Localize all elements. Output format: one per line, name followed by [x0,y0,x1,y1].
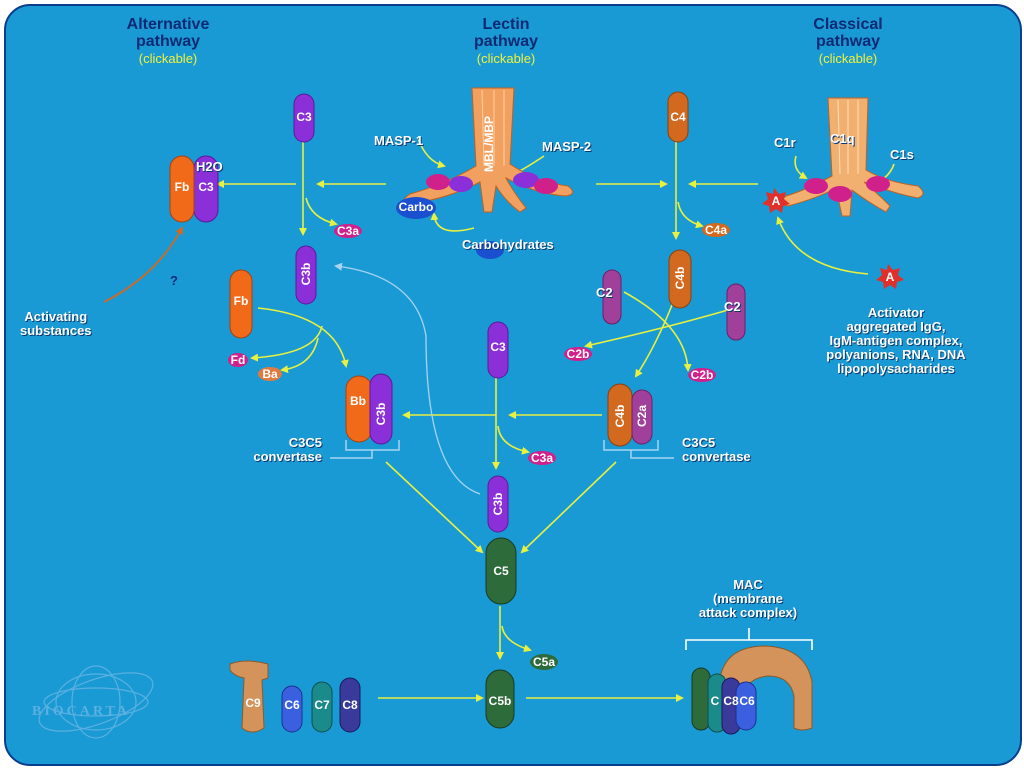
label-c4a: C4a [704,223,727,237]
title-classical-pathway[interactable]: Classical pathway (clickable) [813,16,883,66]
label-c2b-right: C2b [690,368,714,382]
c2a-convertase-molecule [631,389,653,445]
label-mac-c8: C8 [723,694,739,708]
biocarta-logo-graphic [38,665,154,739]
fb-molecule-top [169,155,195,223]
label-masp2: MASP-2 [542,139,592,154]
label-fb: Fb [233,294,249,308]
c1-complex [762,97,924,217]
label-c4: C4 [670,110,686,124]
complement-diagram [38,87,924,739]
c8-molecule [339,677,361,733]
label-fb-c3-c3: C3 [198,180,214,194]
label-c2-right: C2 [724,299,741,314]
label-c1q: C1q [830,131,855,146]
label-c3a-1: C3a [336,224,359,238]
diagram-panel: Alternative pathway (clickable) Lectin p… [4,4,1022,766]
label-c6: C6 [284,698,300,712]
label-mbl: MBL/MBP [482,116,496,172]
label-c3b-2: C3b [491,492,505,516]
c6-molecule [281,685,303,733]
label-mac-c6: C6 [739,694,755,708]
label-c3-top: C3 [296,110,312,124]
c2b-fragment-right [688,368,716,382]
label-c3b-convertase: C3b [374,402,388,426]
label-c1r: C1r [774,135,796,150]
c3b-molecule-1 [295,245,317,305]
c3-molecule-top [293,93,315,143]
label-c1s: C1s [890,147,914,162]
label-c5b: C5b [488,694,512,708]
label-masp1: MASP-1 [374,133,424,148]
convertase-bracket-right [603,440,674,459]
label-question-mark: ? [170,273,178,288]
label-c7: C7 [314,698,330,712]
label-c2b-left: C2b [566,347,590,361]
c5-molecule [485,537,517,605]
label-h2o: H2O [196,159,223,174]
label-carbo: Carbo [398,200,434,214]
biocarta-logo: BIOCARTA [32,704,130,719]
mac-c6-molecule [735,681,757,731]
pathway-arrows [216,124,895,702]
label-mac-c: C [710,694,720,708]
label-c4b-convertase: C4b [613,404,627,428]
label-ba: Ba [262,367,278,381]
c3-molecule-mid [487,321,509,379]
c2b-fragment-left [564,347,592,361]
c2-molecule-left [602,269,622,325]
label-c4b: C4b [673,266,687,290]
fd-fragment [228,353,248,367]
c3b-feedback-arrow [334,262,481,495]
c9-molecule [229,660,269,733]
c4a-fragment [702,223,730,237]
label-a-complex: A [771,194,781,208]
label-c2-left: C2 [596,285,613,300]
title-lectin-pathway[interactable]: Lectin pathway (clickable) [473,16,538,66]
activator-a-shape [876,264,904,289]
bb-molecule [345,375,373,443]
c5b-molecule [485,669,515,729]
c3a-fragment-1 [334,224,362,238]
fb-molecule [229,269,253,339]
title-alternative-pathway[interactable]: Alternative pathway (clickable) [126,16,210,66]
convertase-bracket-left [330,440,400,459]
c3b-molecule-2 [487,475,509,533]
label-a-free: A [885,270,895,284]
mac-bracket [685,628,813,650]
label-fb-c3-fb: Fb [174,180,190,194]
label-mac: MAC (membrane attack complex) [698,577,798,620]
label-activating-substances: Activating substances [20,309,92,338]
c2-molecule-right [726,283,746,341]
c7-molecule [311,681,333,733]
label-c3a-2: C3a [530,451,553,465]
label-carbohydrates: Carbohydrates [462,237,554,252]
label-c9: C9 [245,696,261,710]
label-c3b-1: C3b [299,262,313,286]
c3a-fragment-2 [528,451,556,465]
label-c8: C8 [342,698,358,712]
label-fd: Fd [230,353,246,367]
label-c3-mid: C3 [490,340,506,354]
label-bb: Bb [350,394,366,408]
ba-fragment [258,367,282,381]
c3b-convertase-molecule [369,373,393,445]
label-activator: Activator aggregated IgG, IgM-antigen co… [826,305,966,376]
c4b-molecule [668,249,692,309]
activating-arrow [103,226,183,303]
c5a-fragment [530,654,558,670]
label-c5a: C5a [532,655,555,669]
label-c2a-convertase: C2a [635,404,649,428]
label-c5: C5 [493,564,509,578]
c4-molecule [667,91,689,143]
mbl-complex [396,87,573,259]
